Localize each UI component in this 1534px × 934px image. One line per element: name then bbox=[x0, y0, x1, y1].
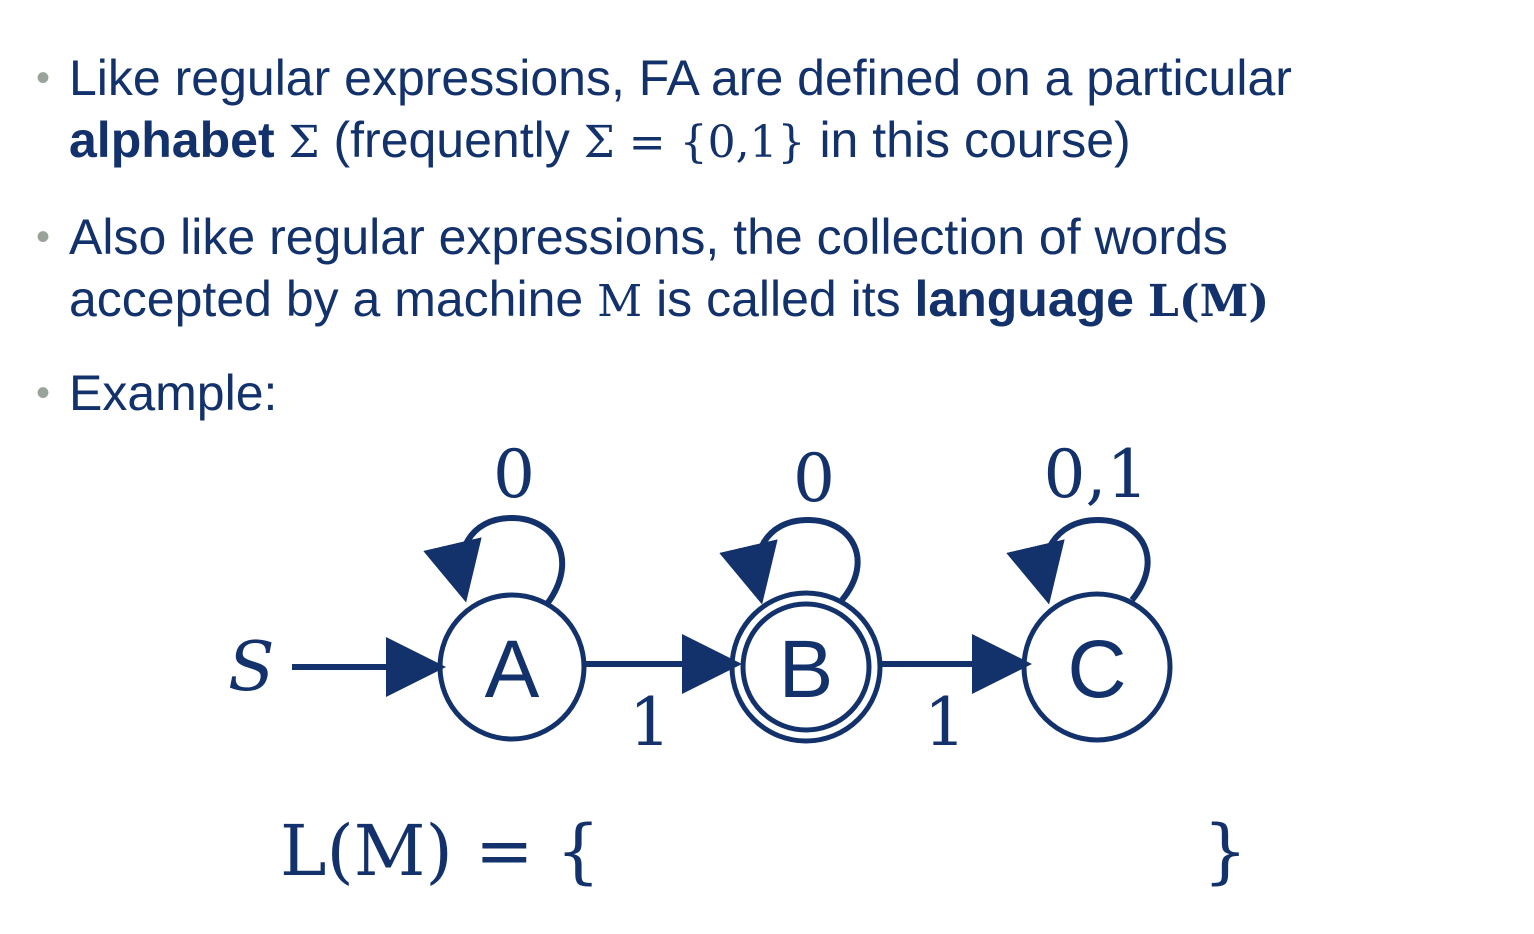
state-a-loop-label: 0 bbox=[493, 436, 535, 513]
math-sigma: Σ bbox=[288, 117, 320, 168]
transition-a-b-label: 1 bbox=[629, 684, 671, 761]
bullet-line: Also like regular expressions, the colle… bbox=[69, 209, 1228, 265]
math-language: L(M) bbox=[1147, 276, 1270, 327]
bullet-example: • Example: bbox=[36, 362, 1496, 424]
state-b-label: B bbox=[779, 624, 834, 715]
state-a-circle bbox=[437, 592, 587, 742]
state-c-loop-label: 0,1 bbox=[1044, 436, 1149, 513]
state-b-loop-label: 0 bbox=[793, 440, 835, 517]
state-b-inner-circle bbox=[740, 601, 872, 733]
bullet-line-end: in this course) bbox=[805, 112, 1131, 168]
bullet-text: Example: bbox=[69, 362, 1496, 424]
state-a-self-loop bbox=[423, 514, 566, 606]
bullet-line-start: accepted by a machine bbox=[69, 271, 598, 327]
language-expression-right: } bbox=[1203, 810, 1248, 892]
bullet-marker: • bbox=[36, 56, 51, 100]
example-label: Example: bbox=[69, 365, 278, 421]
state-b-self-loop bbox=[719, 516, 861, 605]
state-b-outer-circle bbox=[729, 590, 883, 744]
bullet-marker: • bbox=[36, 371, 51, 415]
bullet-line-mid: (frequently bbox=[319, 112, 584, 168]
bullet-line-mid: is called its bbox=[642, 271, 915, 327]
state-c-label: C bbox=[1067, 624, 1126, 715]
math-machine: M bbox=[597, 276, 643, 327]
term-language: language bbox=[914, 271, 1134, 327]
bullet-text: Also like regular expressions, the colle… bbox=[69, 206, 1496, 333]
bullet-text: Like regular expressions, FA are defined… bbox=[69, 47, 1496, 174]
start-label: S bbox=[228, 628, 275, 707]
state-a-label: A bbox=[485, 624, 540, 715]
state-c-circle bbox=[1021, 591, 1173, 743]
transition-b-c-label: 1 bbox=[924, 684, 966, 761]
bullet-line: Like regular expressions, FA are defined… bbox=[69, 50, 1292, 106]
bullet-marker: • bbox=[36, 215, 51, 259]
language-expression-left: L(M) = { bbox=[280, 810, 600, 892]
bullet-alphabet: • Like regular expressions, FA are defin… bbox=[36, 47, 1496, 174]
term-alphabet: alphabet bbox=[69, 112, 275, 168]
state-c-self-loop bbox=[1006, 516, 1151, 605]
math-sigma-set: Σ = {0,1} bbox=[583, 117, 806, 168]
bullet-language: • Also like regular expressions, the col… bbox=[36, 206, 1496, 333]
